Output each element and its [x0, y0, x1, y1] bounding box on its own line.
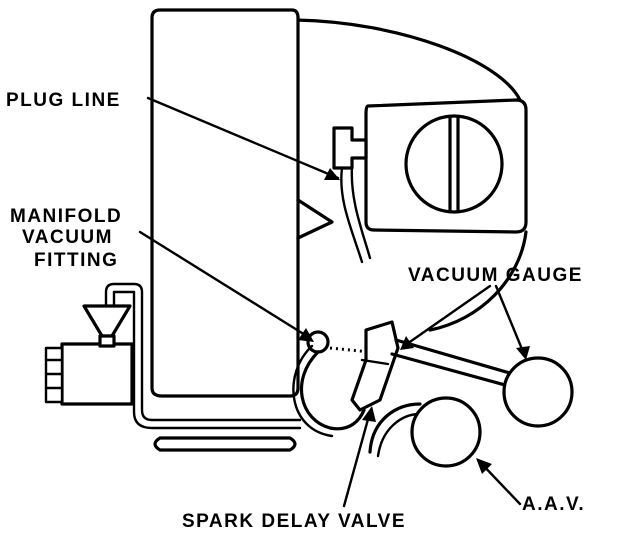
distributor-hose [104, 282, 302, 422]
funnel-stem [98, 334, 116, 348]
engine-housing-outline [294, 18, 522, 102]
aav-unit [410, 396, 482, 468]
label-manifold-1: MANIFOLD [10, 206, 122, 227]
distributor-hose-2 [112, 290, 302, 430]
funnel-diaphragm [82, 304, 132, 338]
plug-line-hose [340, 166, 364, 264]
housing-bracket [296, 198, 334, 240]
leader-spark-delay [342, 406, 376, 508]
valve-to-gauge-hose [394, 338, 522, 378]
label-plug-line: PLUG LINE [6, 90, 121, 111]
aav-hose [368, 402, 422, 454]
bottom-crossbar [153, 436, 297, 452]
manifold-vacuum-fitting [306, 330, 330, 354]
leader-vacuum-gauge-2 [494, 284, 530, 360]
distributor-box [60, 342, 134, 406]
label-spark-delay-valve: SPARK DELAY VALVE [182, 511, 406, 532]
dotted-connection [329, 346, 371, 354]
valve-band [360, 358, 390, 366]
label-manifold-2: VACUUM [22, 227, 113, 248]
manifold-loop-hose-inner [292, 344, 334, 438]
vacuum-gauge [502, 356, 574, 428]
leader-aav [476, 458, 522, 506]
housing-to-gauge-curve [428, 230, 528, 332]
label-aav: A.A.V. [522, 494, 585, 515]
valve-to-gauge-hose-2 [390, 352, 518, 390]
leader-manifold [138, 230, 314, 342]
choke-disc [404, 114, 504, 214]
leader-plug-line [146, 96, 340, 180]
leader-vacuum-gauge-1 [400, 284, 492, 350]
plug-fitting [332, 126, 368, 170]
label-vacuum-gauge: VACUUM GAUGE [408, 265, 583, 286]
manifold-loop-hose [300, 350, 366, 431]
plug-line-hose-inner [350, 164, 372, 260]
tall-housing [150, 8, 300, 398]
spark-delay-valve [350, 320, 400, 412]
label-manifold-3: FITTING [34, 250, 118, 271]
aav-hose-inner [376, 412, 422, 458]
